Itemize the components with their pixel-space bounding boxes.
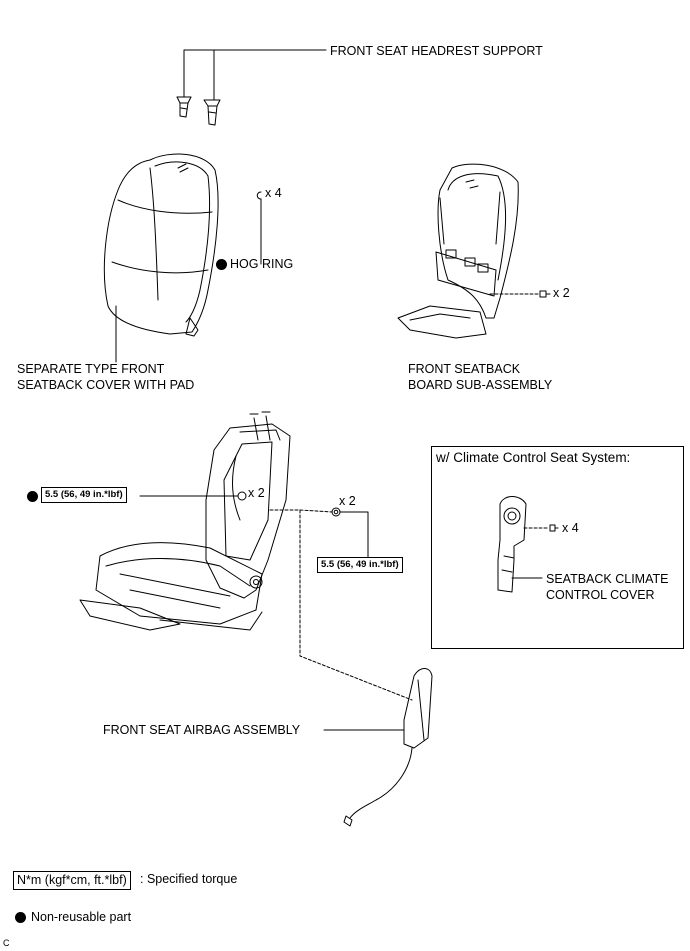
climate-cover-part [497, 496, 527, 593]
nut-icon [331, 507, 341, 517]
climate-cover-label-line1: SEATBACK CLIMATE [546, 572, 669, 586]
headrest-support-label: FRONT SEAT HEADREST SUPPORT [330, 44, 543, 58]
torque-spec-left: 5.5 (56, 49 in.*lbf) [41, 487, 127, 503]
climate-clip-icon [549, 524, 559, 532]
torque-spec-right: 5.5 (56, 49 in.*lbf) [317, 557, 403, 573]
seatback-cover-part [103, 153, 219, 337]
climate-control-panel [431, 446, 684, 649]
hog-ring-icon [256, 191, 262, 200]
legend-torque-box: N*m (kgf*cm, ft.*lbf) [13, 871, 131, 890]
airbag-part [343, 668, 433, 827]
leader-right-torque [339, 511, 369, 559]
hog-ring-label: HOG RING [230, 257, 294, 271]
board-label-line2: BOARD SUB-ASSEMBLY [408, 378, 553, 392]
nut-icon-inner [333, 509, 339, 515]
legend-torque-text: : Specified torque [140, 872, 238, 886]
climate-clip-qty: x 4 [562, 521, 579, 535]
leader-airbag-dashed [299, 509, 413, 701]
climate-title: w/ Climate Control Seat System: [436, 450, 631, 465]
board-label-line1: FRONT SEATBACK [408, 362, 521, 376]
legend-nonreusable-dot-icon [15, 912, 26, 923]
seatback-cover-label-line1: SEPARATE TYPE FRONT [17, 362, 165, 376]
hog-ring-qty: x 4 [265, 186, 282, 200]
airbag-label: FRONT SEAT AIRBAG ASSEMBLY [103, 723, 301, 737]
board-clip-icon [539, 290, 551, 298]
board-clip-qty: x 2 [553, 286, 570, 300]
nut-qty: x 2 [339, 494, 356, 508]
leader-nut-dashed [269, 509, 333, 513]
seatback-cover-label-line2: SEATBACK COVER WITH PAD [17, 378, 195, 392]
headrest-support-part [176, 96, 221, 126]
footer-code: C [3, 938, 10, 948]
seat-frame-part [79, 411, 291, 631]
nonreusable-dot-icon [216, 259, 227, 270]
frame-bolt-qty: x 2 [248, 486, 265, 500]
leader-headrest [183, 49, 215, 101]
seatback-board-part [397, 163, 519, 339]
legend-nonreusable-text: Non-reusable part [31, 910, 132, 924]
nonreusable-dot-icon [27, 491, 38, 502]
climate-cover-label-line2: CONTROL COVER [546, 588, 655, 602]
